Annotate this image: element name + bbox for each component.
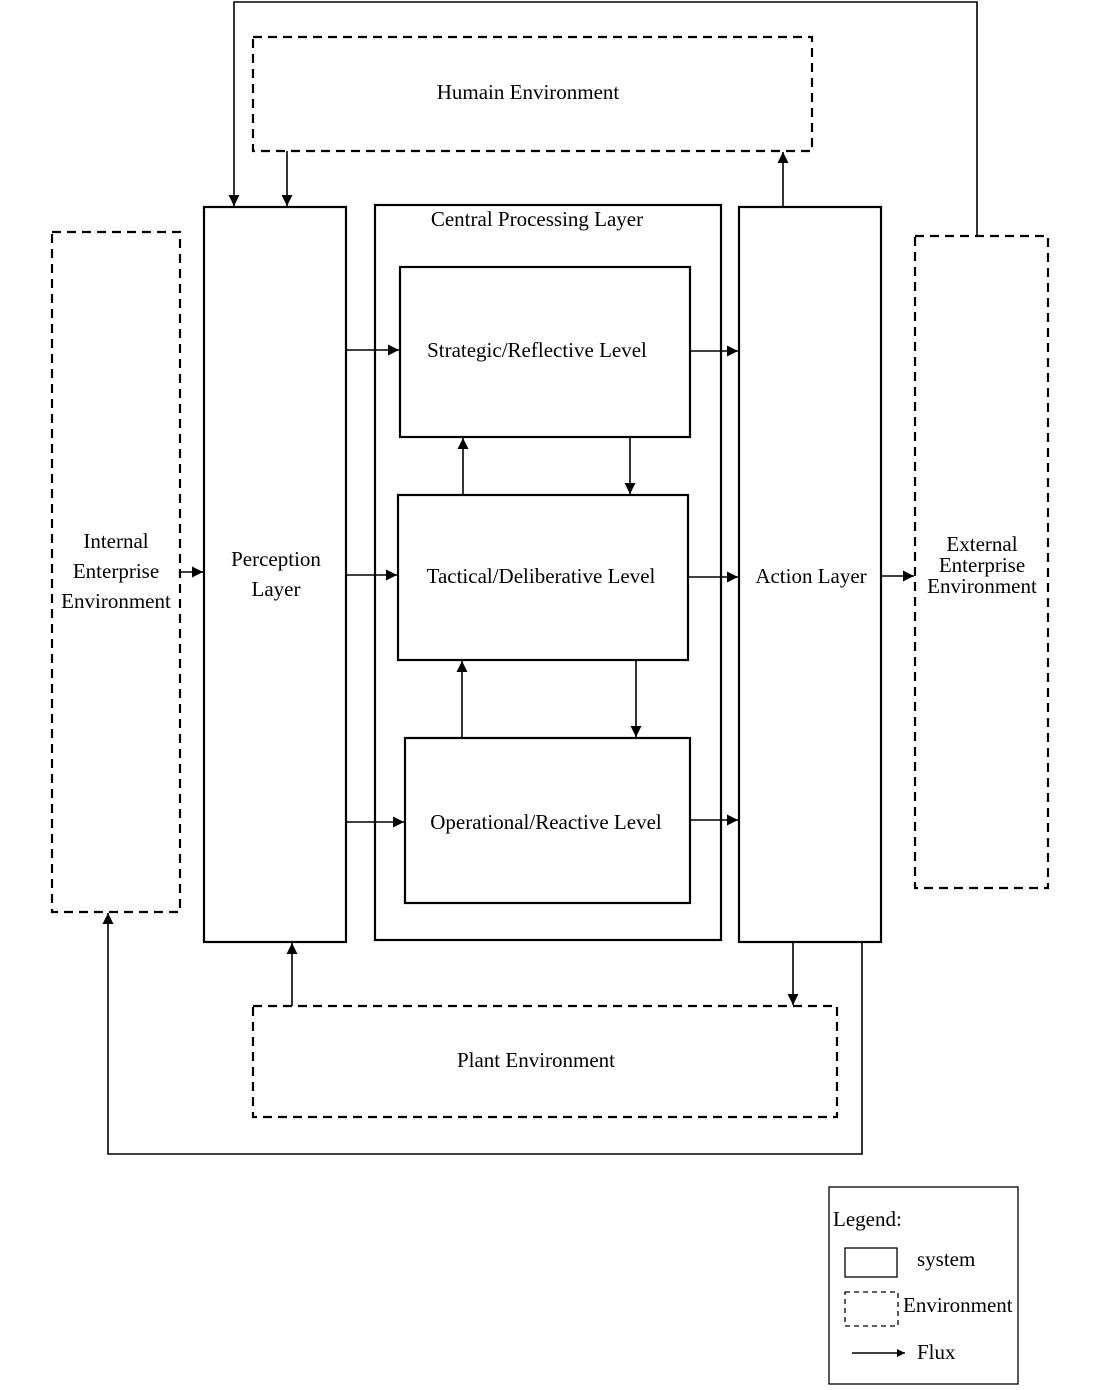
external-environment-label-line1: External	[946, 532, 1017, 556]
external-environment-box: External Enterprise Environment	[913, 234, 1050, 890]
flux-action-to-internal	[102, 913, 863, 1155]
legend-title: Legend:	[833, 1207, 902, 1231]
perception-layer-box: Perception Layer	[202, 205, 348, 944]
strategic-level-label: Strategic/Reflective Level	[427, 338, 647, 362]
legend-system-label: system	[917, 1247, 975, 1271]
perception-layer-label-line1: Perception	[231, 547, 321, 571]
legend-environment-swatch	[844, 1291, 899, 1327]
flux-arrows	[102, 1, 978, 1155]
plant-environment-label: Plant Environment	[457, 1048, 615, 1072]
central-processing-layer-label: Central Processing Layer	[431, 207, 643, 231]
action-layer-label: Action Layer	[755, 564, 866, 588]
legend-environment-label: Environment	[903, 1293, 1013, 1317]
tactical-level-box: Tactical/Deliberative Level	[396, 493, 690, 662]
operational-level-label: Operational/Reactive Level	[430, 810, 662, 834]
human-environment-label: Humain Environment	[437, 80, 620, 104]
external-environment-label-line2: Enterprise	[939, 553, 1025, 577]
internal-environment-label-line3: Environment	[61, 589, 171, 613]
internal-environment-label-line2: Enterprise	[73, 559, 159, 583]
tactical-level-label: Tactical/Deliberative Level	[427, 564, 656, 588]
perception-layer-label-line2: Layer	[252, 577, 301, 601]
legend-frame	[828, 1186, 1019, 1385]
external-environment-label-line3: Environment	[927, 574, 1037, 598]
legend-flux-label: Flux	[917, 1340, 956, 1364]
internal-environment-box: Internal Enterprise Environment	[50, 230, 182, 914]
strategic-level-box: Strategic/Reflective Level	[398, 265, 692, 439]
legend-system-swatch	[844, 1247, 898, 1278]
human-environment-box: Humain Environment	[251, 35, 814, 153]
action-layer-box: Action Layer	[737, 205, 883, 944]
internal-environment-label-line1: Internal	[83, 529, 148, 553]
flux-external-to-perception	[228, 1, 978, 236]
operational-level-box: Operational/Reactive Level	[403, 736, 692, 905]
legend: Legend: system Environment Flux	[828, 1186, 1019, 1385]
central-processing-layer-box: Central Processing Layer	[373, 203, 723, 942]
plant-environment-box: Plant Environment	[251, 1004, 839, 1119]
